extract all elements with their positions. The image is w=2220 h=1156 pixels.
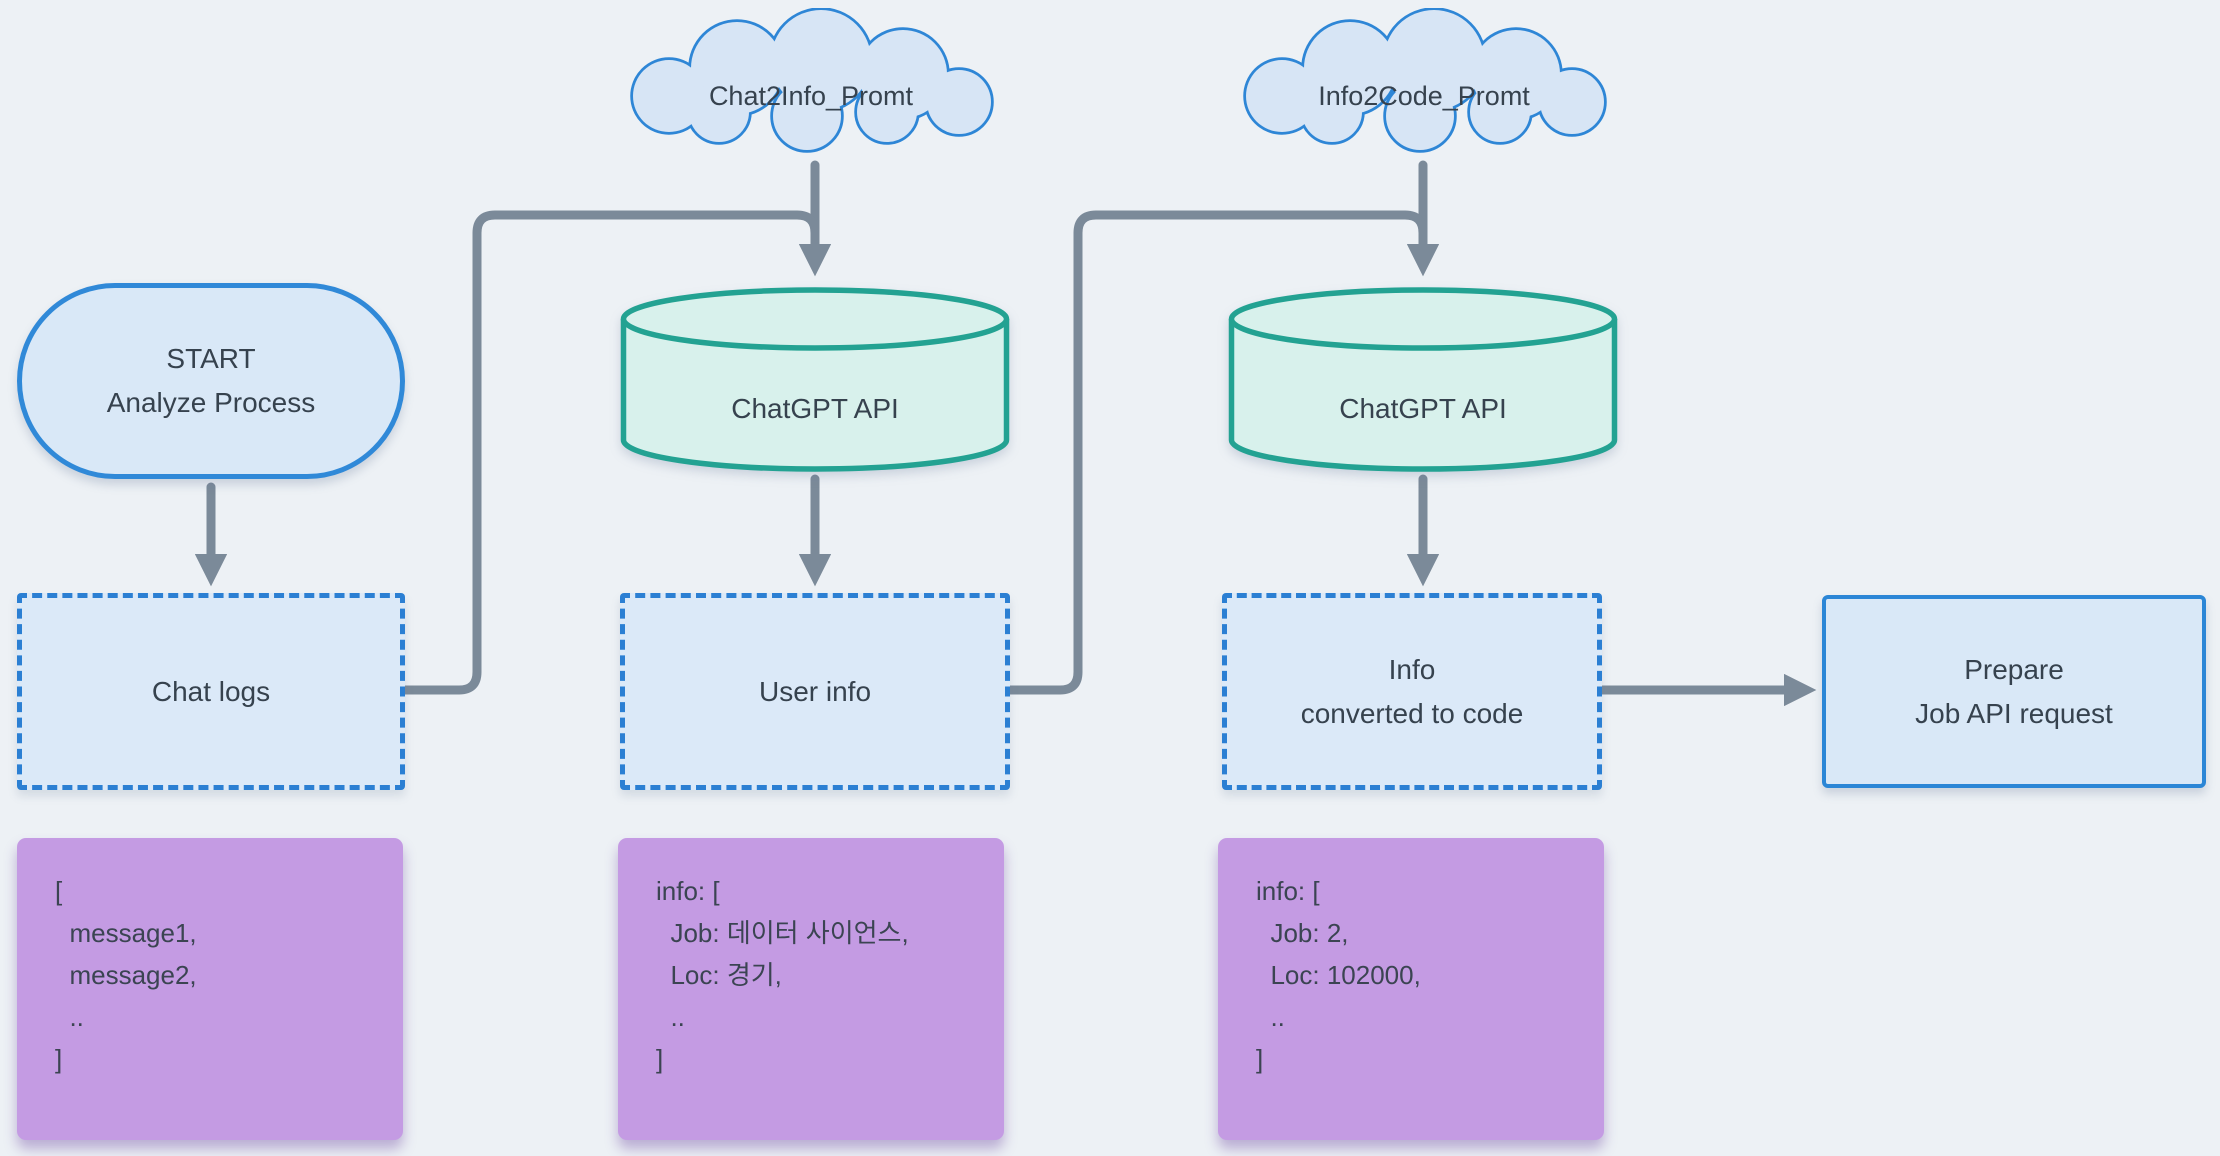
code-line: .. [1256, 1002, 1285, 1032]
start-node-label: START Analyze Process [106, 343, 316, 418]
chat-logs-node: Chat logs [17, 593, 405, 790]
code-line: ] [656, 1044, 664, 1074]
code-line: message1, [55, 918, 197, 948]
code-line: info: [ [1256, 876, 1320, 906]
chatgpt-api-node-2: ChatGPT API [1228, 287, 1618, 475]
chat-logs-label: Chat logs [151, 675, 271, 707]
code-line: Loc: 경기, [656, 960, 782, 990]
code-line: ] [55, 1044, 63, 1074]
code-panel-info-code: info: [ Job: 2, Loc: 102000, .. ] [1218, 838, 1604, 1140]
cloud-node-info2code-promt: Info2Code_Promt [1228, 8, 1620, 160]
code-line: Job: 데이터 사이언스, [656, 918, 909, 948]
code-panel-chat-logs: [ message1, message2, .. ] [17, 838, 403, 1140]
code-panel-user-info: info: [ Job: 데이터 사이언스, Loc: 경기, .. ] [618, 838, 1004, 1140]
code-line: .. [55, 1002, 84, 1032]
code-line: message2, [55, 960, 197, 990]
cloud-node-chat2info-promt: Chat2Info_Promt [615, 8, 1007, 160]
code-line: info: [ [656, 876, 720, 906]
user-info-node: User info [620, 593, 1010, 790]
chatgpt-api-node-1: ChatGPT API [620, 287, 1010, 475]
arrow-chatlogs-elbow-to-cylinder1 [400, 210, 832, 695]
code-line: Loc: 102000, [1256, 960, 1421, 990]
info-converted-label: Info converted to code [1300, 653, 1524, 729]
code-line: ] [1256, 1044, 1264, 1074]
chatgpt-api-label: ChatGPT API [731, 393, 899, 424]
info-converted-node: Info converted to code [1222, 593, 1602, 790]
code-line: Job: 2, [1256, 918, 1349, 948]
code-line: .. [656, 1002, 685, 1032]
prepare-job-api-request-node: Prepare Job API request [1822, 595, 2206, 788]
code-line: [ [55, 876, 63, 906]
user-info-label: User info [758, 675, 872, 707]
arrow-userinfo-elbow-to-cylinder2 [1005, 210, 1440, 695]
prepare-label: Prepare Job API request [1915, 653, 2113, 729]
chatgpt-api-label: ChatGPT API [1339, 393, 1507, 424]
start-node: START Analyze Process [17, 283, 405, 479]
cloud-label: Info2Code_Promt [1318, 80, 1530, 111]
cloud-label: Chat2Info_Promt [708, 80, 914, 111]
